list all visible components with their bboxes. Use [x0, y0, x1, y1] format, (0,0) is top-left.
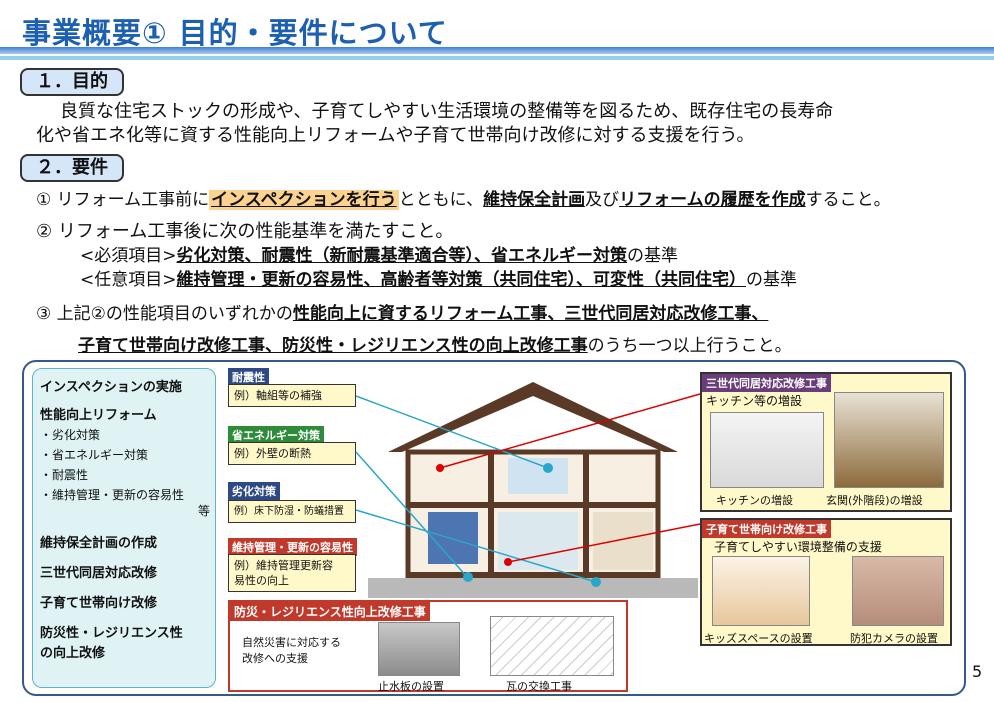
page-number: 5 — [972, 662, 983, 681]
tag-seismic: 耐震性 — [228, 368, 269, 386]
section-requirements-label: ２．要件 — [20, 154, 124, 182]
r1-history: リフォームの履歴を作成 — [619, 190, 806, 210]
title-bar: 事業概要① 目的・要件について — [0, 0, 994, 64]
r2b-suffix: の基準 — [746, 270, 797, 290]
tag-maintenance: 維持管理・更新の容易性 — [228, 538, 357, 556]
floor-beam — [408, 572, 658, 578]
summary-bullet-seismic: ・耐震性 — [40, 468, 89, 482]
r3b-suffix: のうち一つ以上行うこと。 — [587, 336, 792, 356]
summary-performance: 性能向上リフォーム — [40, 408, 157, 423]
requirement-3: ③ 上記②の性能項目のいずれかの性能向上に資するリフォーム工事、三世代同居対応改… — [36, 302, 768, 326]
security-camera-photo — [852, 556, 944, 626]
marker-blue-2 — [463, 572, 473, 582]
purpose-line-2: 化や省エネ化等に資する性能向上リフォームや子育て世帯向け改修に対する支援を行う。 — [36, 125, 755, 146]
r3-text-a: ③ 上記②の性能項目のいずれかの — [36, 304, 293, 324]
summary-three-generation: 三世代同居対応改修 — [40, 566, 158, 581]
requirement-3-cont: 子育て世帯向け改修工事、防災性・レジリエンス性の向上改修工事のうち一つ以上行うこ… — [78, 334, 792, 358]
three-gen-caption-1: キッチンの増設 — [716, 494, 793, 507]
three-gen-title: 三世代同居対応改修工事 — [702, 374, 831, 392]
summary-resilience-2: の向上改修 — [40, 646, 106, 661]
pillar-1 — [488, 452, 494, 592]
r2a-suffix: の基準 — [627, 246, 678, 266]
summary-resilience-1: 防災性・レジリエンス性 — [40, 626, 183, 641]
lower-window — [428, 512, 478, 564]
tag-energy: 省エネルギー対策 — [228, 426, 324, 444]
upper-window — [508, 458, 568, 494]
kids-space-photo — [712, 556, 810, 626]
r3-items: 性能向上に資するリフォーム工事、三世代同居対応改修工事、 — [292, 304, 769, 324]
requirement-2-optional: <任意項目>維持管理・更新の容易性、高齢者等対策（共同住宅）、可変性（共同住宅）… — [80, 268, 797, 292]
tag-seismic-example: 例）軸組等の補強 — [228, 384, 356, 407]
tag-maintenance-example-1: 例）維持管理更新容 — [234, 559, 333, 572]
requirement-1: ① リフォーム工事前にインスペクションを行うとともに、維持保全計画及びリフォーム… — [36, 188, 891, 212]
three-gen-sub: キッチン等の増設 — [706, 394, 803, 408]
roof-tile-photo — [490, 616, 614, 676]
marker-blue-3 — [591, 577, 601, 587]
kitchen-photo — [710, 412, 824, 488]
summary-box — [32, 368, 216, 688]
second-floor-beam — [408, 502, 658, 508]
resilience-desc-1: 自然災害に対応する — [242, 636, 341, 649]
roof-shape — [388, 382, 678, 452]
r2a-label: <必須項目> — [80, 246, 177, 266]
three-gen-caption-2: 玄関(外階段)の増設 — [826, 494, 923, 507]
resilience-caption-2: 瓦の交換工事 — [506, 680, 572, 693]
summary-bullet-deterioration: ・劣化対策 — [40, 428, 101, 442]
pillar-2 — [583, 452, 589, 592]
resilience-title: 防災・レジリエンス性向上改修工事 — [230, 602, 430, 621]
r1-text-a: ① リフォーム工事前に — [36, 190, 210, 210]
title-rule — [0, 47, 994, 54]
house-illustration — [368, 382, 698, 598]
section-purpose-label: １．目的 — [20, 68, 124, 96]
foundation — [368, 578, 698, 598]
child-caption-2: 防犯カメラの設置 — [850, 632, 938, 645]
r3b-items: 子育て世帯向け改修工事、防災性・レジリエンス性の向上改修工事 — [78, 336, 588, 356]
purpose-line-1: 良質な住宅ストックの形成や、子育てしやすい生活環境の整備等を図るため、既存住宅の… — [60, 101, 834, 122]
title-rule-accent — [0, 56, 994, 60]
entrance-photo — [834, 392, 944, 488]
summary-inspection: インスペクションの実施 — [40, 380, 182, 395]
marker-blue-1 — [543, 463, 553, 473]
r2b-items: 維持管理・更新の容易性、高齢者等対策（共同住宅）、可変性（共同住宅） — [176, 270, 747, 290]
resilience-caption-1: 止水板の設置 — [378, 680, 444, 693]
marker-red-2 — [504, 558, 512, 566]
requirement-2-mandatory: <必須項目>劣化対策、耐震性（新耐震基準適合等）、省エネルギー対策の基準 — [80, 244, 678, 268]
summary-maintenance-plan: 維持保全計画の作成 — [40, 536, 158, 551]
tag-maintenance-example-2: 易性の向上 — [234, 574, 289, 587]
r2b-label: <任意項目> — [80, 270, 177, 290]
tag-maintenance-example: 例）維持管理更新容 易性の向上 — [228, 554, 356, 592]
summary-child-rearing: 子育て世帯向け改修 — [40, 596, 158, 611]
r1-text-g: すること。 — [805, 190, 891, 210]
child-sub: 子育てしやすい環境整備の支援 — [714, 540, 882, 554]
requirement-2: ② リフォーム工事後に次の性能基準を満たすこと。 — [36, 221, 454, 242]
tag-energy-example: 例）外壁の断熱 — [228, 442, 356, 465]
r1-inspection: インスペクションを行う — [211, 190, 397, 210]
r2a-items: 劣化対策、耐震性（新耐震基準適合等）、省エネルギー対策 — [176, 246, 628, 266]
marker-red — [436, 464, 444, 472]
tag-deterioration: 劣化対策 — [228, 482, 280, 500]
flood-barrier-photo — [378, 622, 460, 676]
tag-deterioration-example: 例）床下防湿・防蟻措置 — [228, 500, 356, 523]
child-title: 子育て世帯向け改修工事 — [702, 520, 831, 538]
resilience-desc-2: 改修への支援 — [242, 652, 308, 665]
r1-highlight: インスペクションを行う — [209, 190, 399, 210]
side-room — [593, 512, 653, 570]
r1-text-c: とともに、 — [398, 190, 484, 210]
summary-etc: 等 — [198, 504, 211, 518]
summary-bullet-energy: ・省エネルギー対策 — [40, 448, 149, 462]
child-caption-1: キッズスペースの設置 — [704, 632, 813, 645]
page-title: 事業概要① 目的・要件について — [22, 16, 448, 50]
r1-text-e: 及び — [585, 190, 620, 210]
summary-bullet-maintenance: ・維持管理・更新の容易性 — [40, 488, 185, 502]
r1-maintenance-plan: 維持保全計画 — [483, 190, 586, 210]
